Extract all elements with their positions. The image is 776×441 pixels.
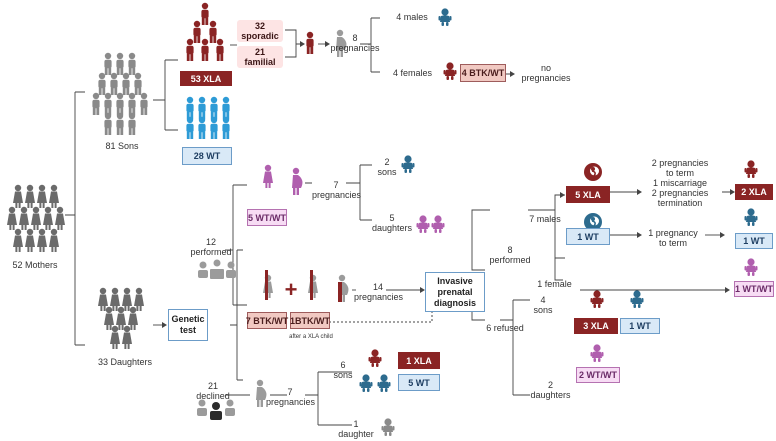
males7-label: 7 males [529,214,561,224]
wtwt-daughter-icon-1 [416,215,430,233]
arrowheads [162,41,735,328]
female-baby-icon [443,62,457,80]
mothers-label: 52 Mothers [12,260,58,270]
declined-wt-baby-icon-2 [377,374,391,392]
female1-label: 1 female [537,279,572,289]
females-label: 4 females [392,68,433,78]
wtwt-mother-icon [263,164,273,188]
wtwt-baby-result-icon [744,258,758,276]
wtwt-pregnant-icon [292,167,303,195]
xla-man-icon [306,31,314,54]
wtwt-daughters-label: 5 daughters [372,213,413,233]
wtwt-daughter-icon-2 [431,215,445,233]
carrier-pregnancies-label: 14 pregnancies [354,282,404,302]
invasive-diagnosis-box: Invasive prenatal diagnosis [425,272,485,312]
declined-xla1-box: 1 XLA [398,352,440,369]
declined-daughter-label: 1 daughter [338,419,374,439]
declined-daughter-baby-icon [381,418,395,436]
xla5-box: 5 XLA [566,186,610,203]
test-performed-icon [198,259,236,279]
wtwt-son-icon [401,155,415,173]
xla-baby-result-icon [744,160,758,178]
sons-pregnancies-label: 8 pregnancies [330,33,380,53]
wt1-result-box: 1 WT [735,233,773,249]
wt1-outcome-label: 1 pregnancy to term [648,228,698,248]
wt-sons-box: 28 WT [182,147,232,165]
males-label: 4 males [396,12,428,22]
sons-figures-icon [92,52,148,135]
familial-box: 21 familial [237,46,283,68]
declined-label: 21 declined [196,381,230,401]
declined-sons-label: 6 sons [333,360,353,380]
after-xla-label: after a XLA child [289,334,333,340]
declined-pregnant-icon [256,379,267,407]
refused-daughter-baby-icon [590,344,604,362]
declined-xla-baby-icon [368,349,382,367]
xla-fetus-icon [583,162,603,182]
plus-icon: + [285,277,298,302]
wtwt-box: 5 WT/WT [247,209,287,226]
no-pregnancies-label: no pregnancies [521,63,571,83]
xla-sons-box: 53 XLA [180,71,232,86]
test-declined-icon [197,399,235,420]
declined-wt5-box: 5 WT [398,374,440,391]
daughters-label: 33 Daughters [97,357,153,367]
wt1-box: 1 WT [566,228,610,245]
declined-pregnancies-label: 7 pregnancies [266,387,316,407]
carrier-mark-icon [338,282,342,302]
refused-label: 6 refused [486,323,524,333]
btk-box: 4 BTK/WT [460,64,506,82]
connector-lines [65,17,730,426]
genetic-test-box: Genetic test [168,309,208,341]
carrier-figures-icon [263,270,318,300]
invasive-performed-label: 8 performed [489,245,531,265]
wtwt1-result-box: 1 WT/WT [734,281,774,297]
refused-xla3-box: 3 XLA [574,318,618,334]
refused-wt-baby-icon [630,290,644,308]
refused-sons-label: 4 sons [533,295,553,315]
refused-xla-baby-icon [590,290,604,308]
refused-wtwt-box: 2 WT/WT [576,367,620,383]
wtwt-sons-label: 2 sons [377,157,397,177]
btk7-box: 7 BTK/WT [246,312,288,329]
btk1-box: 1BTK/WT [290,312,330,329]
daughters-figures-icon [98,287,144,349]
xla-sons-figures-icon [186,2,224,61]
wt-sons-figures-icon [186,96,230,139]
refused-wt1-box: 1 WT [620,318,660,334]
wt-baby-result-icon [744,208,758,226]
performed-label: 12 performed [190,237,232,257]
declined-wt-baby-icon-1 [359,374,373,392]
mothers-figures-icon [7,184,65,252]
refused-daughters-label: 2 daughters [530,380,571,400]
xla2-box: 2 XLA [735,184,773,200]
sons-label: 81 Sons [105,141,139,151]
xla5-outcome-label: 2 pregnancies to term 1 miscarriage 2 pr… [651,158,709,208]
sporadic-box: 32 sporadic [237,20,283,42]
wtwt-pregnancies-label: 7 pregnancies [312,180,362,200]
male-baby-icon [438,8,452,26]
